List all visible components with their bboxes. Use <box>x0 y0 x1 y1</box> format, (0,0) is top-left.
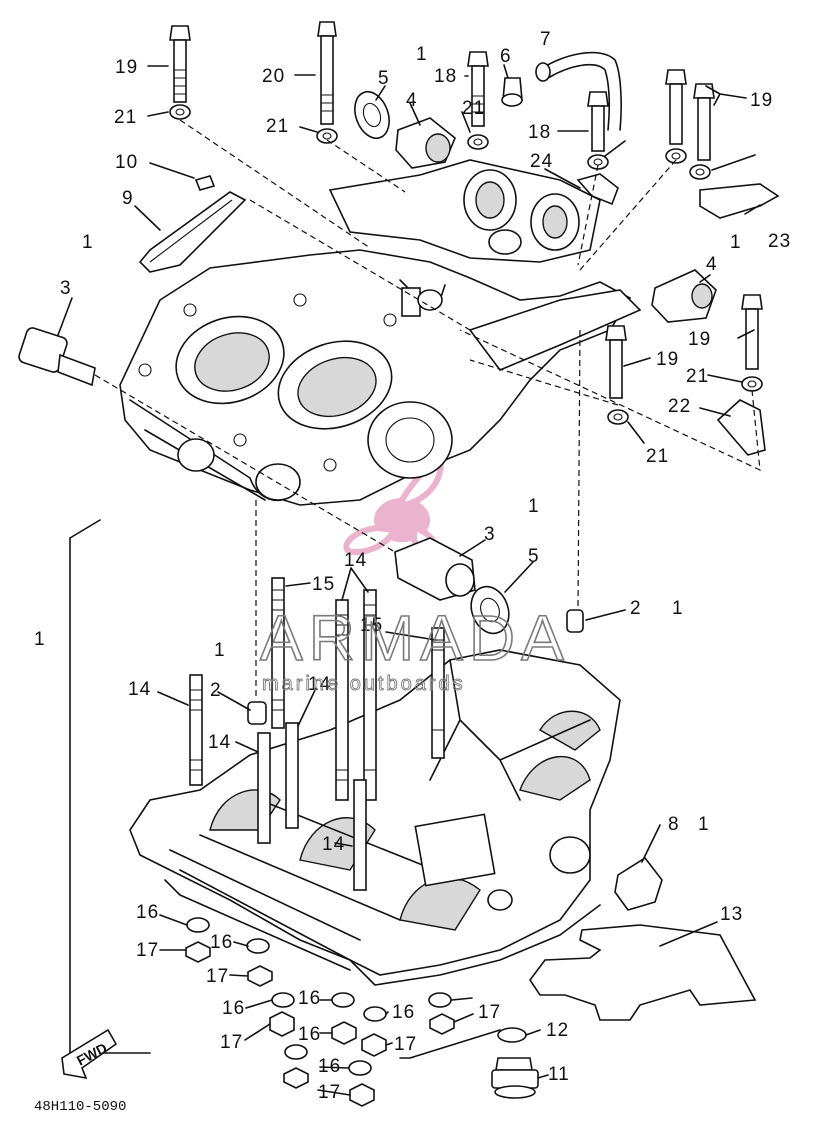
callout-label: 8 <box>668 814 680 835</box>
callout-label: 21 <box>114 107 137 128</box>
bearings-and-seals <box>18 51 717 911</box>
part-code: 48H110-5090 <box>34 1099 126 1115</box>
callout-label: 3 <box>484 524 496 545</box>
callout-label: 2 <box>630 598 642 619</box>
callout-label: 19 <box>115 57 138 78</box>
callout-label: 5 <box>528 546 540 567</box>
callout-label: 1 <box>214 640 226 661</box>
callout-label: 4 <box>706 254 718 275</box>
callout-label: 16 <box>298 1024 321 1045</box>
callout-label: 7 <box>540 29 552 50</box>
callout-label: 13 <box>720 904 743 925</box>
callout-label: 9 <box>122 188 134 209</box>
callout-label: 14 <box>308 674 331 695</box>
callout-label: 17 <box>478 1002 501 1023</box>
callout-label: 24 <box>530 151 553 172</box>
watermark-tagline: marine outboards <box>262 673 466 695</box>
callout-label: 14 <box>322 834 345 855</box>
callout-label: 16 <box>136 902 159 923</box>
callout-label: 2 <box>210 680 222 701</box>
callout-label: 14 <box>128 679 151 700</box>
callout-label: 21 <box>686 366 709 387</box>
callout-label: 16 <box>210 932 233 953</box>
washers <box>169 104 763 425</box>
callout-label: 17 <box>206 966 229 987</box>
callout-label: 21 <box>266 116 289 137</box>
callout-label: 1 <box>528 496 540 517</box>
callout-label: 17 <box>136 940 159 961</box>
callout-label: 5 <box>378 68 390 89</box>
callout-label: 17 <box>318 1082 341 1103</box>
callout-label: 19 <box>656 349 679 370</box>
callout-label: 21 <box>462 98 485 119</box>
callout-label: 1 <box>34 629 46 650</box>
callout-label: 10 <box>115 152 138 173</box>
callout-label: 16 <box>222 998 245 1019</box>
callout-label: 22 <box>668 396 691 417</box>
callout-label: 15 <box>360 615 383 636</box>
callout-label: 14 <box>208 732 231 753</box>
callout-label: 21 <box>646 446 669 467</box>
callout-label: 20 <box>262 66 285 87</box>
callout-label: 19 <box>750 90 773 111</box>
callout-label: 16 <box>298 988 321 1009</box>
callout-label: 19 <box>688 329 711 350</box>
nuts-and-washers <box>185 917 455 1107</box>
callout-label: 17 <box>394 1034 417 1055</box>
watermark: ARMADA marine outboards <box>259 601 570 695</box>
callout-label: 1 <box>698 814 710 835</box>
upper-crankcase <box>119 159 642 506</box>
callout-label: 16 <box>318 1056 341 1077</box>
callout-label: 14 <box>344 550 367 571</box>
callout-label: 1 <box>82 232 94 253</box>
callout-label: 18 <box>528 122 551 143</box>
callout-label: 18 <box>434 66 457 87</box>
callout-label: 17 <box>220 1032 243 1053</box>
callout-label: 15 <box>312 574 335 595</box>
callout-label: 1 <box>672 598 684 619</box>
brackets-and-covers <box>138 173 780 1099</box>
callout-label: 12 <box>546 1020 569 1041</box>
callout-label: 11 <box>548 1064 570 1085</box>
callout-label: 16 <box>392 1002 415 1023</box>
callout-labels: 19 20 18 6 7 1 5 4 21 18 19 21 10 9 24 2… <box>34 29 791 1103</box>
callout-label: 1 <box>416 44 428 65</box>
bolts <box>169 21 763 399</box>
callout-label: 4 <box>406 90 418 111</box>
callout-label: 23 <box>768 231 791 252</box>
watermark-brand: ARMADA <box>260 602 570 674</box>
callout-label: 1 <box>730 232 742 253</box>
callout-label: 6 <box>500 46 512 67</box>
callout-label: 3 <box>60 278 72 299</box>
